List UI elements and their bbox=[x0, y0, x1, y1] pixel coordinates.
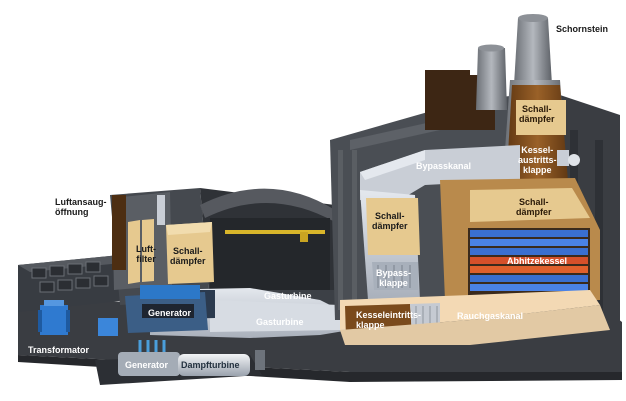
label-bypasskanal: Bypasskanal bbox=[416, 161, 472, 171]
label-kesseleintrittsklappe: Kesseleintritts- klappe bbox=[356, 310, 422, 330]
label-transformator: Transformator bbox=[28, 345, 90, 355]
label-gasturbine-lower: Gasturbine bbox=[256, 317, 304, 327]
label-schalldaempfer-intake: Schall- dämpfer bbox=[170, 246, 206, 266]
label-gasturbine-upper: Gasturbine bbox=[264, 291, 312, 301]
intake-building bbox=[112, 192, 214, 290]
label-generator-st: Generator bbox=[125, 360, 169, 370]
stack-core bbox=[505, 85, 580, 205]
label-dampfturbine: Dampfturbine bbox=[181, 360, 240, 370]
steam-turbine-assembly bbox=[95, 340, 265, 385]
flue-gas-duct bbox=[340, 290, 610, 345]
boiler-tube-rows bbox=[470, 230, 588, 291]
generator-gt bbox=[125, 285, 208, 333]
label-schalldaempfer-boiler: Schall- dämpfer bbox=[516, 197, 552, 217]
transformer bbox=[38, 300, 118, 336]
label-schornstein: Schornstein bbox=[556, 24, 609, 34]
label-kesselaustrittsklappe: Kessel- austritts- klappe bbox=[518, 145, 557, 175]
label-schalldaempfer-bypass: Schall- dämpfer bbox=[372, 211, 408, 231]
label-luftfilter: Luft- filter bbox=[136, 244, 156, 264]
label-generator-gt: Generator bbox=[148, 308, 192, 318]
heat-recovery-boiler bbox=[440, 178, 600, 305]
label-bypassklappe: Bypass- klappe bbox=[376, 268, 412, 288]
bypass-duct bbox=[360, 145, 520, 300]
label-schalldaempfer-stack: Schall- dämpfer bbox=[519, 104, 555, 124]
label-rauchgaskanal: Rauchgaskanal bbox=[457, 311, 524, 321]
label-abhitzekessel: Abhitzekessel bbox=[507, 256, 568, 266]
label-luftansaugoeffnung: Luftansaug- öffnung bbox=[55, 197, 107, 217]
left-hall bbox=[18, 255, 132, 312]
